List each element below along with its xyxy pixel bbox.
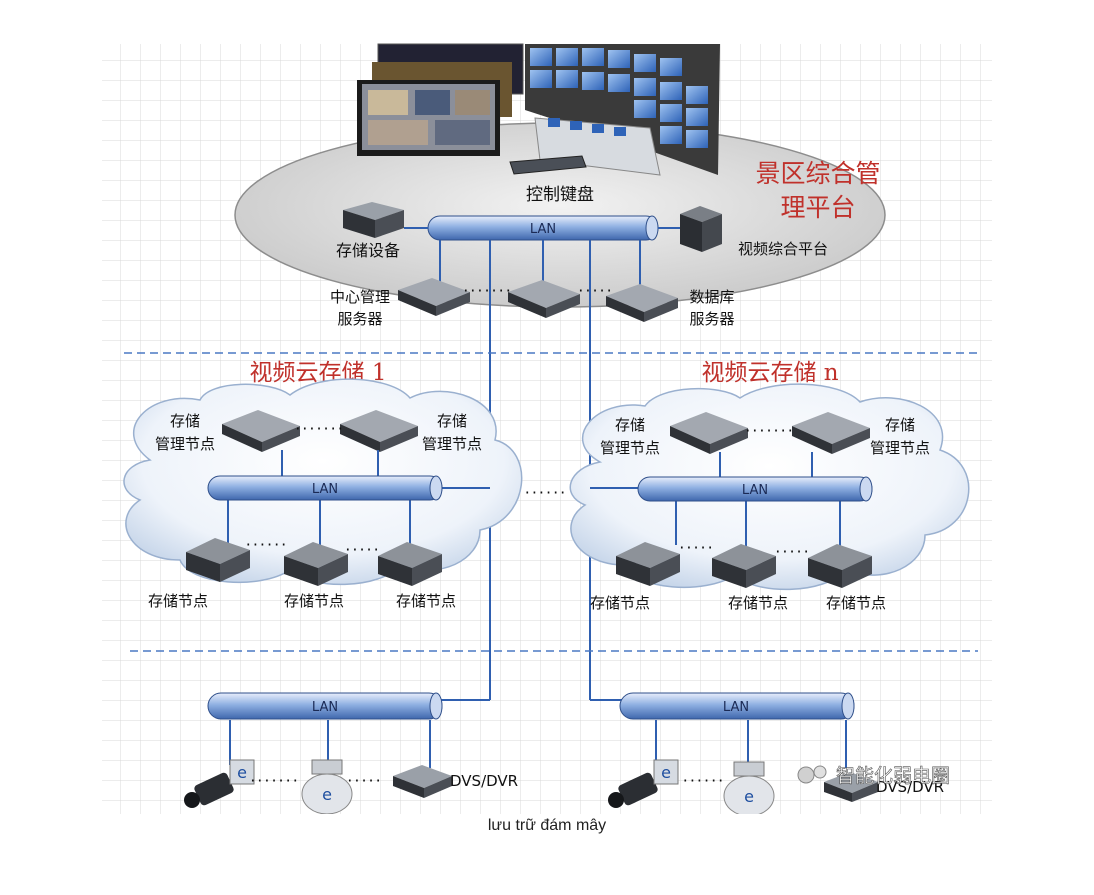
bottom-left-dots-a: ······· <box>250 771 300 790</box>
control-keyboard-icon <box>509 155 587 175</box>
bottom-left-dots-b: ····· <box>347 771 382 790</box>
svg-text:e: e <box>322 785 332 804</box>
cloudn-mgmt-node-right <box>792 412 870 454</box>
dvr-label-right: DVS/DVR <box>876 778 944 796</box>
dvr-label-left: DVS/DVR <box>450 772 518 790</box>
cloud1-connections <box>227 450 490 548</box>
dots-1: ······· <box>463 281 513 300</box>
cloud1-storage-node-2 <box>284 542 348 586</box>
svg-text:e: e <box>237 763 247 782</box>
cloudn-storage-node-3 <box>808 544 872 588</box>
cloud1-storage-label-1: 存储节点 <box>148 592 208 610</box>
cloudn-lan-pipe <box>637 476 873 502</box>
central-server-icon <box>398 278 470 316</box>
central-server-label-1: 中心管理 <box>330 288 390 306</box>
cloudn-dots-top: ······· <box>745 421 795 440</box>
bullet-camera-icon-left: e <box>184 759 255 808</box>
monitor-screens-icon <box>357 43 524 156</box>
cloudn-storage-node-2 <box>712 544 776 588</box>
bottom-connections <box>229 699 847 768</box>
central-server-label-2: 服务器 <box>337 310 382 328</box>
storage-device-label: 存储设备 <box>336 241 400 260</box>
cloud1-mgmt-right-label-2: 管理节点 <box>422 435 482 453</box>
cloud1-dots-a: ······ <box>246 535 289 554</box>
cloud1-lan-pipe <box>207 475 443 501</box>
cloud1-dots-b: ····· <box>345 540 380 559</box>
cloudn-storage-label-1: 存储节点 <box>590 594 650 612</box>
storage-device-icon <box>343 202 404 238</box>
cloudn-mgmt-right-label-1: 存储 <box>885 416 915 434</box>
figure-caption: lưu trữ đám mây <box>487 817 607 834</box>
cloud1-mgmt-left-label-1: 存储 <box>170 412 200 430</box>
dvr-device-icon-right <box>824 772 878 802</box>
cloud1-storage-node-3 <box>378 542 442 586</box>
video-platform-icon <box>680 206 722 252</box>
cloud1-dots-top: ······· <box>295 419 345 438</box>
cloudn-storage-label-3: 存储节点 <box>826 594 886 612</box>
svg-text:e: e <box>744 787 754 806</box>
cloudn-storage-label-2: 存储节点 <box>728 594 788 612</box>
db-server-label-1: 数据库 <box>689 288 734 306</box>
bottom-left-lan-label: LAN <box>312 700 338 715</box>
cloudn-dots-a: ····· <box>679 538 714 557</box>
top-lan-label: LAN <box>530 222 556 237</box>
cloudn-mgmt-right-label-2: 管理节点 <box>870 439 930 457</box>
cloud1-mgmt-right-label-1: 存储 <box>437 412 467 430</box>
cloudn-dots-b: ····· <box>775 542 810 561</box>
cloudn-mgmt-left-label-2: 管理节点 <box>600 439 660 457</box>
cloud1-storage-label-3: 存储节点 <box>396 592 456 610</box>
cloud1-storage-label-2: 存储节点 <box>284 592 344 610</box>
db-server-label-2: 服务器 <box>689 310 734 328</box>
bullet-camera-icon-right: e <box>608 759 679 808</box>
dots-2: ····· <box>578 281 613 300</box>
watermark-text: 智能化弱电圈 <box>836 765 950 787</box>
cloud1-lan-label: LAN <box>312 482 338 497</box>
between-clouds-dots: ······ <box>525 483 568 502</box>
cloud1-mgmt-left-label-2: 管理节点 <box>155 435 215 453</box>
bottom-left-lan-pipe <box>207 692 443 720</box>
platform-title-line1: 景区综合管 <box>755 159 880 188</box>
bottom-right-lan-label: LAN <box>723 700 749 715</box>
middle-server-icon <box>508 280 580 318</box>
bottom-strip <box>102 814 992 820</box>
watermark: 智能化弱电圈 <box>797 765 950 787</box>
bottom-right-dots-a: ······ <box>683 771 726 790</box>
cloudn-title: 视频云存储 n <box>701 360 838 386</box>
cloud1-storage-node-1 <box>186 538 250 582</box>
cloud1-mgmt-node-left <box>222 410 300 452</box>
cloudn-mgmt-left-label-1: 存储 <box>615 416 645 434</box>
svg-text:e: e <box>661 763 671 782</box>
cloudn-lan-label: LAN <box>742 483 768 498</box>
platform-title-line2: 理平台 <box>780 193 855 222</box>
cloud1-mgmt-node-right <box>340 410 418 452</box>
keyboard-label: 控制键盘 <box>526 185 594 205</box>
video-wall-icon <box>525 44 720 176</box>
db-server-icon <box>606 284 678 322</box>
cloudn-mgmt-node-left <box>670 412 748 454</box>
dvr-device-icon-left <box>393 765 452 798</box>
dome-camera-icon-left: e <box>301 759 353 815</box>
cloudn-connections <box>590 452 841 548</box>
cloudn-storage-node-1 <box>616 542 680 586</box>
bottom-right-lan-pipe <box>619 692 855 720</box>
video-platform-label: 视频综合平台 <box>738 240 828 258</box>
